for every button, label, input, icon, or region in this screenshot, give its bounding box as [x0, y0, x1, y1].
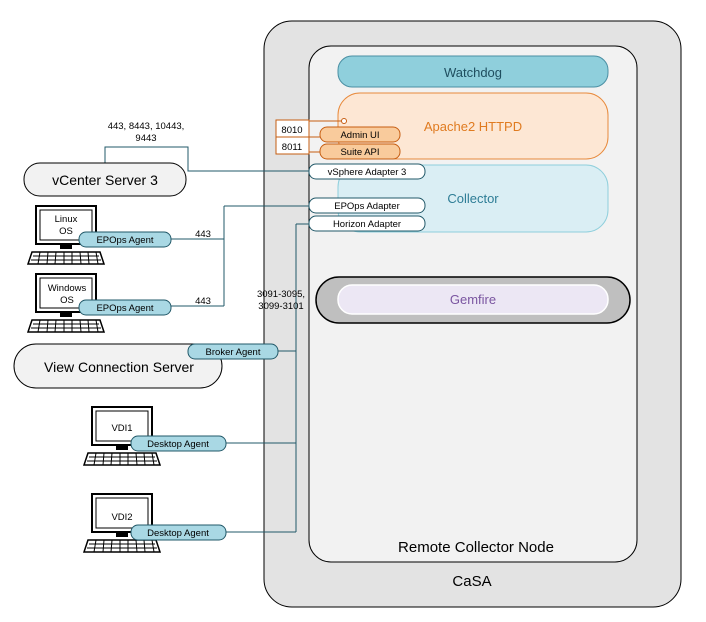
- watchdog-label: Watchdog: [444, 65, 502, 80]
- apache-httpd-label: Apache2 HTTPD: [424, 119, 522, 134]
- windows-port-label: 443: [195, 296, 211, 307]
- broker-agent-label: Broker Agent: [206, 347, 261, 358]
- vdi2-computer-icon: [83, 493, 161, 553]
- linux-epops-agent-label: EPOps Agent: [96, 235, 153, 246]
- windows-os-line2: OS: [60, 295, 74, 306]
- collector-label: Collector: [447, 191, 499, 206]
- vdi1-label: VDI1: [111, 423, 132, 434]
- vdi2-desktop-agent-box: [130, 524, 227, 541]
- admin-ui-box: [319, 126, 401, 143]
- vdi1-desktop-agent-label: Desktop Agent: [147, 439, 209, 450]
- vcenter-server-box: [23, 162, 187, 197]
- vdi1-desktop-agent-box: [130, 435, 227, 452]
- suite-api-port: 8011: [282, 142, 302, 153]
- epops-adapter-label: EPOps Adapter: [334, 201, 399, 212]
- casa-label: CaSA: [452, 573, 491, 590]
- vsphere-adapter-label: vSphere Adapter 3: [328, 167, 407, 178]
- vcenter-ports-line2: 9443: [135, 133, 156, 144]
- horizon-ports-line1: 3091-3095,: [257, 289, 305, 300]
- remote-collector-node-label: Remote Collector Node: [398, 539, 554, 556]
- view-connection-server-label: View Connection Server: [44, 359, 194, 375]
- linux-epops-agent-box: [78, 231, 172, 248]
- gemfire-label: Gemfire: [450, 292, 496, 307]
- suite-api-label: Suite API: [340, 147, 379, 158]
- broker-agent-box: [187, 343, 279, 360]
- suite-api-box: [319, 143, 401, 160]
- vcenter-ports-line1: 443, 8443, 10443,: [108, 121, 185, 132]
- linux-os-line1: Linux: [55, 214, 78, 225]
- vdi2-label: VDI2: [111, 512, 132, 523]
- watchdog-box: [337, 55, 609, 88]
- windows-epops-agent-box: [78, 299, 172, 316]
- vcenter-connection-line: [104, 146, 309, 172]
- linux-port-label: 443: [195, 229, 211, 240]
- vcenter-server-label: vCenter Server 3: [52, 172, 158, 188]
- horizon-ports-line2: 3099-3101: [258, 301, 303, 312]
- view-connection-server-box: [13, 343, 223, 389]
- windows-os-line1: Windows: [48, 283, 87, 294]
- gemfire-inner-box: [337, 284, 609, 315]
- admin-ui-port: 8010: [281, 125, 302, 136]
- linux-os-line2: OS: [59, 226, 73, 237]
- horizon-adapter-label: Horizon Adapter: [333, 219, 401, 230]
- admin-ui-label: Admin UI: [340, 130, 379, 141]
- vdi2-desktop-agent-label: Desktop Agent: [147, 528, 209, 539]
- apache-httpd-box: [337, 92, 609, 160]
- windows-epops-agent-label: EPOps Agent: [96, 303, 153, 314]
